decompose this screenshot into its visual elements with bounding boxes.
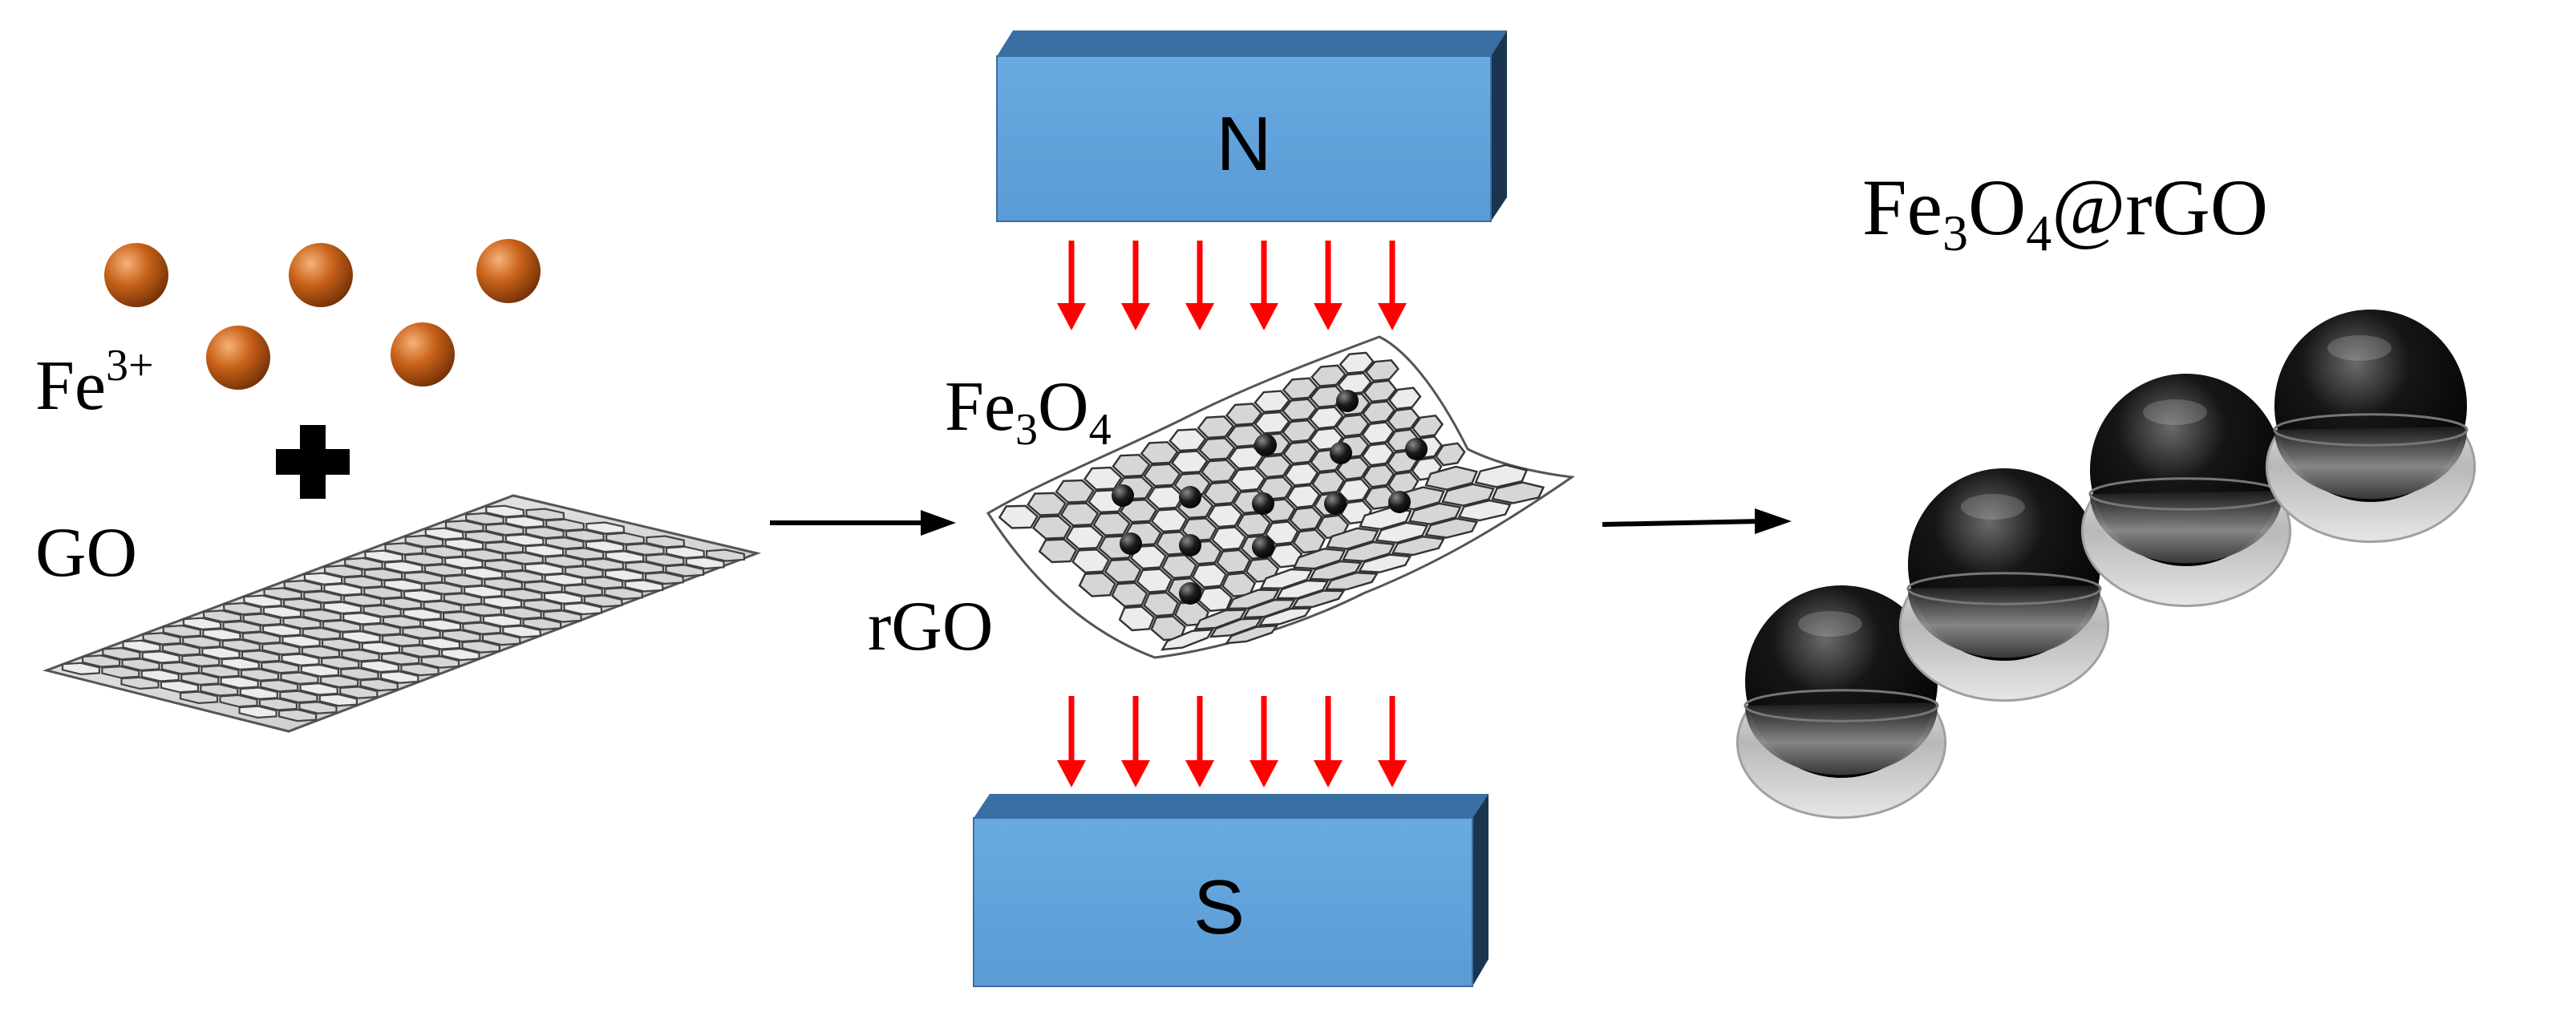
field-arrow-icon xyxy=(1314,241,1343,330)
south-magnet: S xyxy=(973,794,1488,987)
field-arrow-icon xyxy=(1057,696,1086,787)
iron-ion xyxy=(206,326,270,390)
field-arrow-icon xyxy=(1378,241,1407,330)
iron-ions xyxy=(104,239,541,390)
plus-icon xyxy=(276,425,350,499)
fe3o4-nanoparticle xyxy=(1405,438,1428,460)
product-label: Fe3O4@rGO xyxy=(1862,163,2268,261)
fe3o4-nanoparticles xyxy=(1112,390,1428,605)
magnet-south-label: S xyxy=(1193,864,1245,950)
fe3o4-nanoparticle xyxy=(1330,442,1352,464)
field-arrow-icon xyxy=(1314,696,1343,787)
rgo-label: rGO xyxy=(868,588,993,666)
fe3o4-nanoparticle xyxy=(1324,492,1347,515)
fe3o4-nanoparticle xyxy=(1252,536,1274,558)
composite-particle xyxy=(2080,374,2292,608)
composite-particle xyxy=(1736,585,1947,820)
magnetic-field-bottom xyxy=(1057,696,1407,787)
arrow-right-icon xyxy=(1602,508,1792,534)
magnetic-field-top xyxy=(1057,241,1407,330)
arrow-right-icon xyxy=(770,510,956,536)
composite-particle xyxy=(1898,468,2110,702)
field-arrow-icon xyxy=(1121,241,1150,330)
iron-ion xyxy=(391,322,455,387)
fe3o4-nanoparticle xyxy=(1112,484,1134,507)
fe3o4-nanoparticle xyxy=(1179,486,1201,508)
fe3o4-nanoparticle xyxy=(1120,532,1142,555)
field-arrow-icon xyxy=(1250,241,1278,330)
field-arrow-icon xyxy=(1378,696,1407,787)
composite-particle xyxy=(2265,310,2477,544)
fe3o4-nanoparticle xyxy=(1179,534,1201,557)
iron-ion xyxy=(104,243,168,307)
fe3o4-nanoparticle xyxy=(1254,434,1277,456)
field-arrow-icon xyxy=(1185,696,1214,787)
iron-ion xyxy=(476,239,541,303)
fe3o4-nanoparticle xyxy=(1336,390,1359,412)
iron-ion xyxy=(289,243,353,307)
magnet-north-label: N xyxy=(1216,101,1271,187)
fe3-label: Fe3+ xyxy=(35,341,154,425)
fe3o4-nanoparticle xyxy=(1252,492,1274,515)
fe3o4-label: Fe3O4 xyxy=(945,368,1112,455)
fe3o4-rgo-composites xyxy=(1736,310,2477,820)
graphene-oxide-sheet xyxy=(42,494,762,733)
field-arrow-icon xyxy=(1121,696,1150,787)
field-arrow-icon xyxy=(1250,696,1278,787)
field-arrow-icon xyxy=(1057,241,1086,330)
fe3o4-nanoparticle xyxy=(1179,582,1201,605)
rgo-sheet xyxy=(986,335,1576,659)
fe3o4-nanoparticle xyxy=(1388,491,1411,513)
north-magnet: N xyxy=(996,30,1507,222)
go-label: GO xyxy=(35,514,137,592)
field-arrow-icon xyxy=(1185,241,1214,330)
